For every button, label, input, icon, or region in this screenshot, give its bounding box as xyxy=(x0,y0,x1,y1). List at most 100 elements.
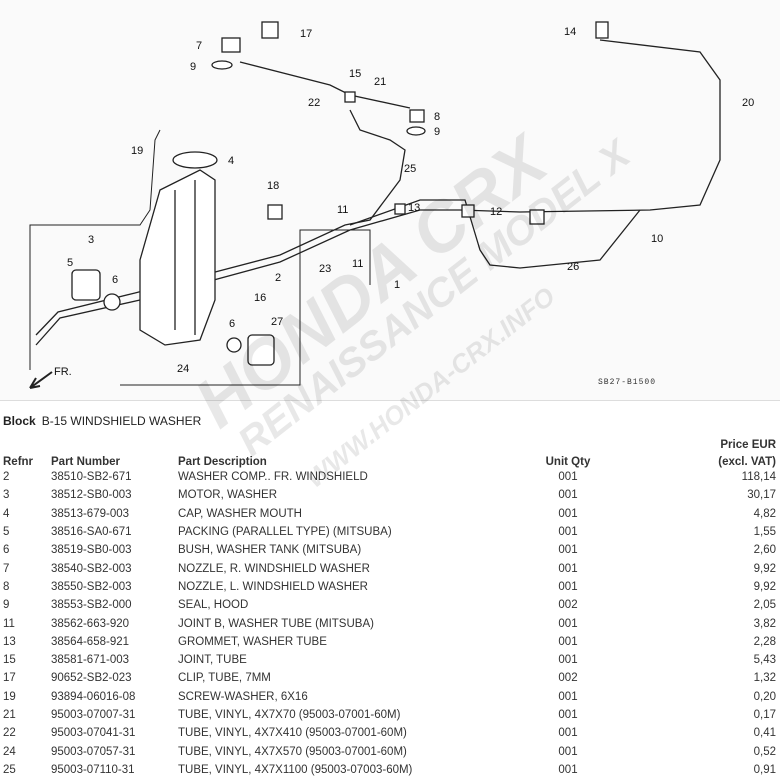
cell-part-number: 38516-SA0-671 xyxy=(51,526,132,539)
table-row[interactable]: 2 38510-SB2-671 WASHER COMP.. FR. WINDSHIE… xyxy=(0,468,778,486)
callout-label[interactable]: 21 xyxy=(374,76,386,88)
cell-description: CAP, WASHER MOUTH xyxy=(178,507,302,520)
callout-label[interactable]: 1 xyxy=(394,279,400,291)
cell-qty: 001 xyxy=(558,727,578,740)
cell-qty: 001 xyxy=(558,580,578,593)
cell-refnr: 8 xyxy=(3,580,10,593)
callout-label[interactable]: 9 xyxy=(434,126,440,138)
cell-price: 0,41 xyxy=(753,727,776,740)
callout-label[interactable]: 2 xyxy=(275,272,281,284)
callout-label[interactable]: 7 xyxy=(196,40,202,52)
header-price-currency: Price EUR xyxy=(720,439,776,451)
callout-label[interactable]: 18 xyxy=(267,180,279,192)
callout-label[interactable]: 16 xyxy=(254,292,266,304)
callout-label[interactable]: 24 xyxy=(177,363,189,375)
cell-refnr: 25 xyxy=(3,763,16,776)
callout-label[interactable]: 15 xyxy=(349,68,361,80)
cell-refnr: 7 xyxy=(3,562,10,575)
callout-label[interactable]: 6 xyxy=(112,274,118,286)
cell-description: TUBE, VINYL, 4X7X1100 (95003-07003-60M) xyxy=(178,763,413,776)
cell-description: TUBE, VINYL, 4X7X410 (95003-07001-60M) xyxy=(178,727,407,740)
cell-description: JOINT, TUBE xyxy=(178,654,247,667)
callout-label[interactable]: 11 xyxy=(337,204,348,216)
callout-label[interactable]: 8 xyxy=(434,111,440,123)
cell-part-number: 38519-SB0-003 xyxy=(51,544,132,557)
block-label: Block xyxy=(3,414,36,428)
cell-description: TUBE, VINYL, 4X7X570 (95003-07001-60M) xyxy=(178,745,407,758)
parts-table: Price EUR Refnr Part Number Part Descrip… xyxy=(0,434,778,779)
table-row[interactable]: 21 95003-07007-31 TUBE, VINYL, 4X7X70 (950… xyxy=(0,706,778,724)
cell-part-number: 38510-SB2-671 xyxy=(51,471,132,484)
cell-qty: 001 xyxy=(558,471,578,484)
cell-description: JOINT B, WASHER TUBE (MITSUBA) xyxy=(178,617,374,630)
callout-label[interactable]: 22 xyxy=(308,97,320,109)
cell-qty: 001 xyxy=(558,745,578,758)
cell-qty: 001 xyxy=(558,562,578,575)
callout-label[interactable]: 14 xyxy=(564,26,576,38)
cell-refnr: 15 xyxy=(3,654,16,667)
cell-description: WASHER COMP.. FR. WINDSHIELD xyxy=(178,471,368,484)
cell-qty: 001 xyxy=(558,654,578,667)
cell-refnr: 2 xyxy=(3,471,10,484)
cell-price: 9,92 xyxy=(753,580,776,593)
callout-label[interactable]: 12 xyxy=(490,206,502,218)
cell-description: NOZZLE, R. WINDSHIELD WASHER xyxy=(178,562,370,575)
callout-label[interactable]: 4 xyxy=(228,155,234,167)
cell-qty: 002 xyxy=(558,672,578,685)
callout-label[interactable]: 6 xyxy=(229,318,235,330)
diagram-code: SB27-B1500 xyxy=(598,378,656,387)
cell-part-number: 38513-679-003 xyxy=(51,507,130,520)
cell-price: 2,60 xyxy=(753,544,776,557)
callout-label[interactable]: 19 xyxy=(131,145,143,157)
callout-label[interactable]: 10 xyxy=(651,233,663,245)
cell-part-number: 95003-07007-31 xyxy=(51,709,136,721)
callout-label[interactable]: 27 xyxy=(271,316,283,328)
callout-label[interactable]: 23 xyxy=(319,263,331,275)
callout-label[interactable]: 5 xyxy=(67,257,73,269)
callout-label[interactable]: 3 xyxy=(88,234,94,246)
cell-price: 1,55 xyxy=(753,526,776,539)
cell-part-number: 95003-07041-31 xyxy=(51,727,136,740)
header-description: Part Description xyxy=(178,456,267,468)
callout-label[interactable]: 13 xyxy=(408,202,420,214)
callout-label[interactable]: 11 xyxy=(352,258,363,270)
callout-label[interactable]: 17 xyxy=(300,28,312,40)
callout-label[interactable]: 25 xyxy=(404,163,416,175)
cell-description: SEAL, HOOD xyxy=(178,599,249,612)
cell-qty: 001 xyxy=(558,690,578,703)
cell-refnr: 21 xyxy=(3,709,16,721)
cell-qty: 001 xyxy=(558,763,578,776)
cell-refnr: 24 xyxy=(3,745,16,758)
callout-label[interactable]: 20 xyxy=(742,97,754,109)
cell-qty: 001 xyxy=(558,709,578,721)
header-price-vat: (excl. VAT) xyxy=(718,456,776,468)
cell-description: TUBE, VINYL, 4X7X70 (95003-07001-60M) xyxy=(178,709,401,721)
cell-qty: 001 xyxy=(558,544,578,557)
cell-refnr: 5 xyxy=(3,526,10,539)
callout-label[interactable]: 26 xyxy=(567,261,579,273)
cell-price: 118,14 xyxy=(741,471,776,484)
callout-label[interactable]: 9 xyxy=(190,61,196,73)
cell-price: 30,17 xyxy=(747,489,776,502)
cell-qty: 002 xyxy=(558,599,578,612)
cell-price: 3,82 xyxy=(753,617,776,630)
front-direction-label: FR. xyxy=(54,366,72,378)
cell-part-number: 38553-SB2-000 xyxy=(51,599,132,612)
cell-part-number: 38562-663-920 xyxy=(51,617,130,630)
cell-part-number: 93894-06016-08 xyxy=(51,690,136,703)
